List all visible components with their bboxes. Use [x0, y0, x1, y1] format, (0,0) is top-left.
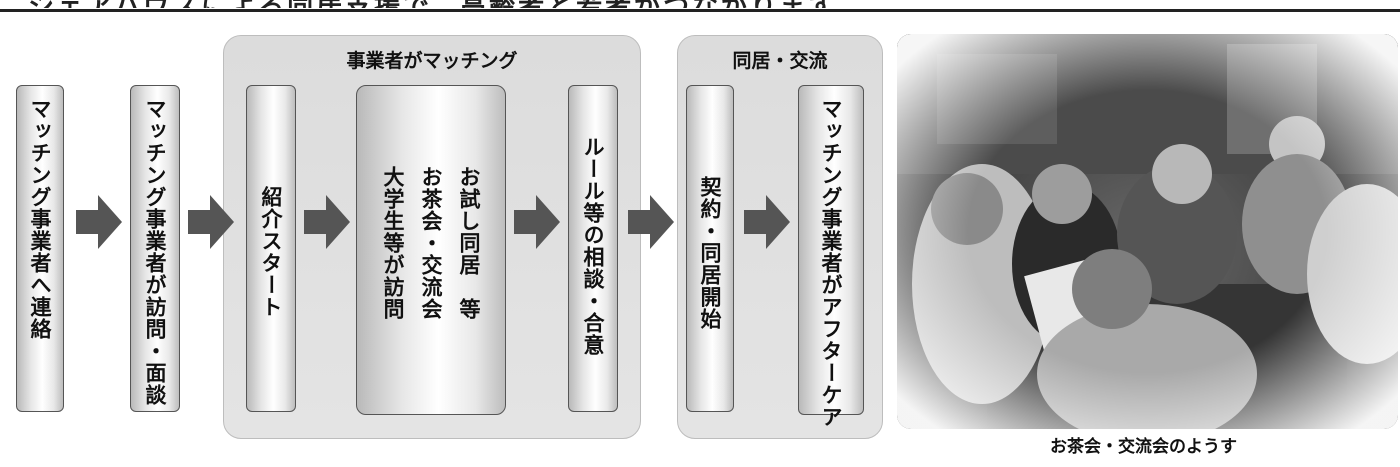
photo-caption: お茶会・交流会のようす [1050, 437, 1237, 457]
step-trial-col2: お茶会・交流会 [419, 166, 443, 320]
step-contract: 契約・同居開始 [686, 85, 734, 412]
step-trial: お試し同居 等 お茶会・交流会 大学生等が訪問 [356, 85, 506, 415]
step-trial-columns: お試し同居 等 お茶会・交流会 大学生等が訪問 [378, 166, 484, 320]
step-aftercare-label: マッチング事業者がアフターケア [819, 98, 843, 428]
group-cohabit-title: 同居・交流 [732, 50, 828, 72]
step-trial-col1: お試し同居 等 [457, 166, 481, 320]
step-rules: ルール等の相談・合意 [568, 85, 618, 412]
arrow-right-icon [188, 195, 234, 249]
step-intro-label: 紹介スタート [259, 186, 283, 318]
step-visit-label: マッチング事業者が訪問・面談 [143, 98, 167, 406]
step-aftercare: マッチング事業者がアフターケア [798, 85, 864, 428]
step-trial-col3: 大学生等が訪問 [381, 166, 405, 320]
tea-party-photo [897, 34, 1398, 429]
group-matching-title: 事業者がマッチング [346, 50, 518, 72]
step-visit: マッチング事業者が訪問・面談 [130, 85, 180, 412]
arrow-right-icon [304, 195, 350, 249]
arrow-right-icon [76, 195, 122, 249]
step-contact-label: マッチング事業者へ連絡 [28, 98, 52, 340]
header-rule [0, 9, 1400, 12]
step-contact: マッチング事業者へ連絡 [16, 85, 64, 412]
arrow-right-icon [514, 195, 560, 249]
arrow-right-icon [744, 195, 790, 249]
step-contract-label: 契約・同居開始 [698, 176, 722, 330]
clipped-heading: シェアハウスによる同居支援で、高齢者と若者がつながります。 [0, 0, 1400, 8]
step-intro: 紹介スタート [246, 85, 296, 412]
arrow-right-icon [628, 195, 674, 249]
step-rules-label: ルール等の相談・合意 [581, 136, 605, 356]
